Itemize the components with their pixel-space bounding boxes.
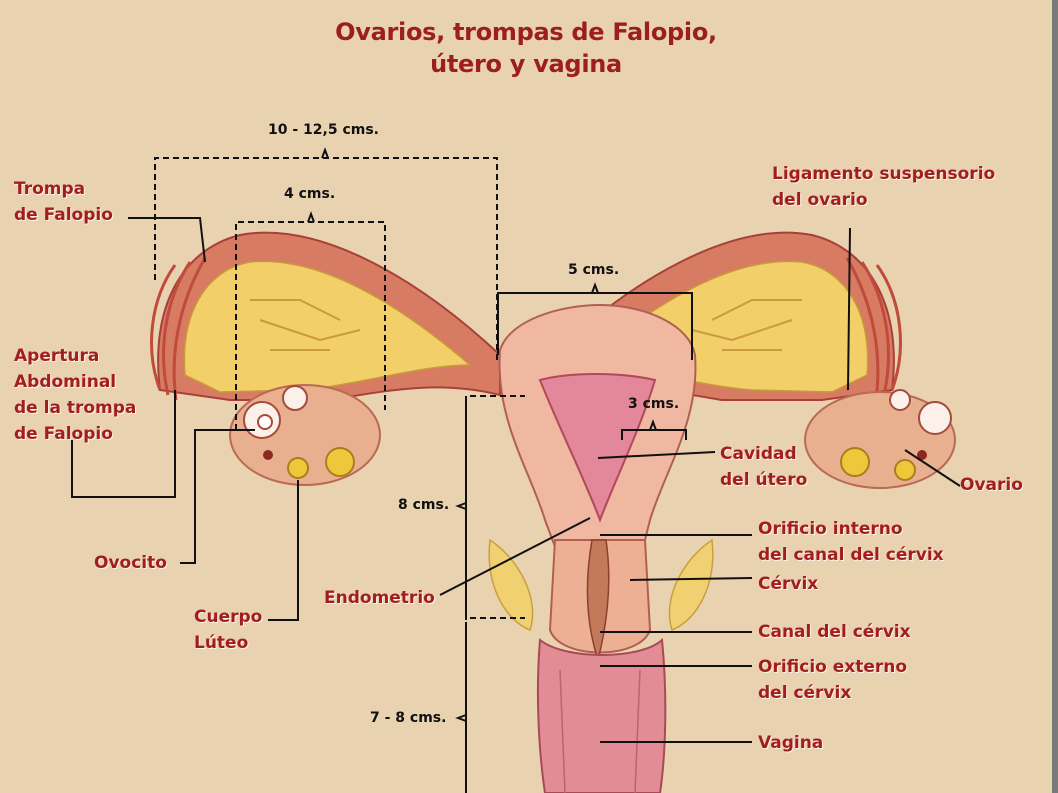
dimension-uterus-width: 5 cms. — [568, 262, 620, 278]
label-vagina: Vagina — [758, 733, 824, 753]
label-cavidad-utero: Cavidad del útero — [720, 444, 808, 490]
dimension-uterus-length: 8 cms. — [398, 497, 450, 513]
label-canal-cervix: Canal del cérvix — [758, 622, 911, 642]
dimension-cavity-width: 3 cms. — [628, 396, 680, 412]
label-cervix: Cérvix — [758, 574, 819, 594]
label-ligamento-suspensorio: Ligamento suspensorio del ovario — [772, 164, 996, 210]
label-ovocito: Ovocito — [94, 553, 167, 573]
label-trompa-falopio: Trompa de Falopio — [14, 179, 113, 225]
label-endometrio: Endometrio — [324, 588, 435, 608]
dimension-vagina-length: 7 - 8 cms. — [370, 710, 447, 726]
label-orificio-interno: Orificio interno del canal del cérvix — [758, 519, 944, 565]
window-edge — [1052, 0, 1058, 793]
dimension-ovary-width: 4 cms. — [284, 186, 336, 202]
label-apertura-abdominal: Apertura Abdominal de la trompa de Falop… — [14, 346, 137, 444]
label-ovario: Ovario — [960, 475, 1023, 495]
label-cuerpo-luteo: Cuerpo Lúteo — [194, 607, 263, 653]
title-line-1: Ovarios, trompas de Falopio, — [335, 18, 717, 46]
label-orificio-externo: Orificio externo del cérvix — [758, 657, 908, 703]
title-line-2: útero y vagina — [430, 50, 622, 78]
dimension-total-width: 10 - 12,5 cms. — [268, 122, 379, 138]
